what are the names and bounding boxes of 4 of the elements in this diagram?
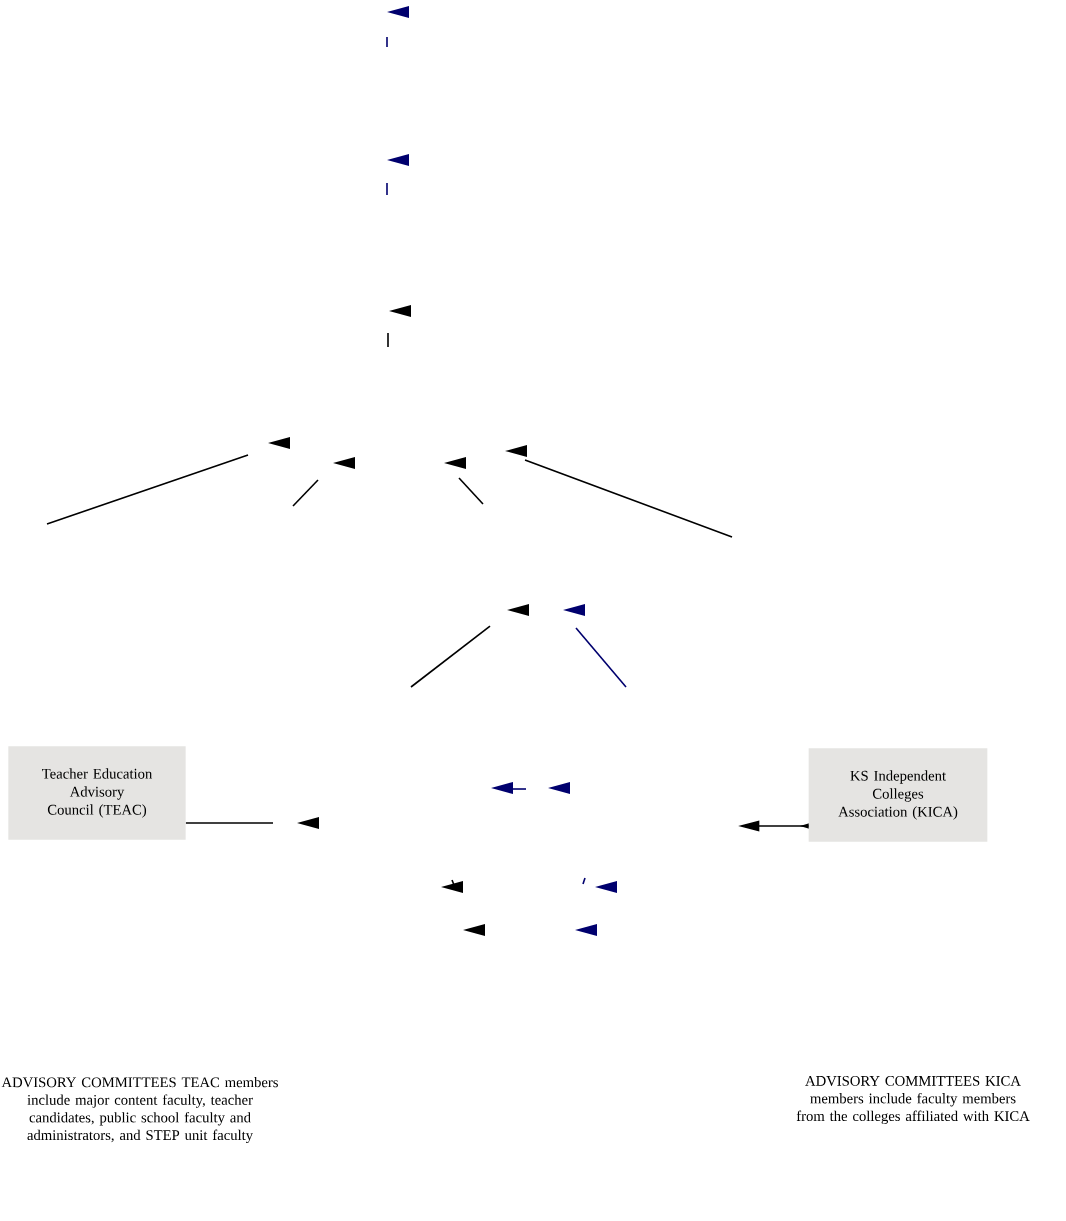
committee-note: ADVISORY COMMITTEES KICA members include faculty members from the colleges affiliated with KICA [796,1076,1030,1125]
committee-note: ADVISORY COMMITTEES TEAC members include major content faculty, teacher candidates, public school faculty and administrators, and STEP unit faculty [1,1076,278,1144]
council-box: Teacher Education Advisory Council (TEAC) [8,746,186,840]
council-box: KS Independent Colleges Association (KICA) [808,748,988,842]
